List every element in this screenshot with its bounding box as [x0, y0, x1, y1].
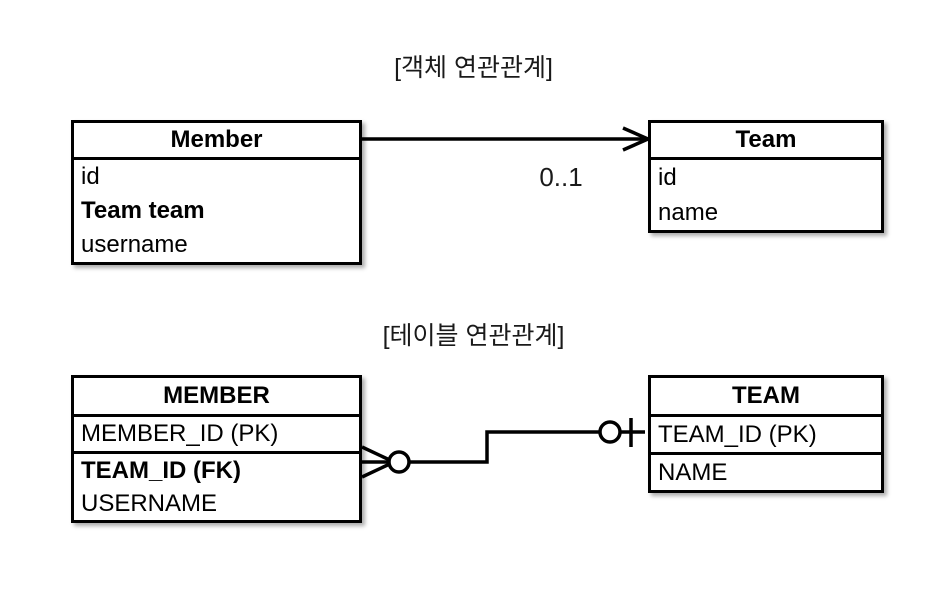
table-column-primary-key: TEAM_ID (PK): [651, 414, 881, 452]
zero-circle-team-icon: [598, 420, 622, 444]
class-attribute: id: [658, 163, 677, 191]
table-column-primary-key: MEMBER_ID (PK): [74, 414, 359, 451]
class-attributes-member: id Team team username: [74, 157, 359, 262]
table-columns-member: TEAM_ID (FK) USERNAME: [74, 451, 359, 520]
table-column: NAME: [651, 452, 881, 490]
class-title-member: Member: [170, 126, 263, 153]
object-association-connector: [362, 126, 653, 152]
class-attribute: name: [658, 198, 719, 226]
class-title-team: Team: [735, 126, 797, 153]
table-relationship-connector: [361, 418, 645, 479]
multiplicity-label: 0..1: [539, 162, 583, 192]
table-column: USERNAME: [81, 489, 218, 517]
table-box-member[interactable]: MEMBER MEMBER_ID (PK) TEAM_ID (FK) USERN…: [71, 375, 362, 523]
class-box-member[interactable]: Member id Team team username: [71, 120, 362, 265]
zero-circle-icon: [387, 450, 411, 474]
class-box-team[interactable]: Team id name: [648, 120, 884, 233]
table-column: TEAM_ID (FK): [81, 456, 241, 484]
open-arrowhead-icon: [622, 126, 653, 152]
class-attribute: id: [81, 163, 100, 190]
crows-foot-icon: [361, 445, 395, 479]
class-attribute: Team team: [81, 197, 205, 224]
class-attribute: username: [81, 231, 188, 258]
table-title-member: MEMBER: [163, 382, 270, 409]
class-attributes-team: id name: [651, 157, 881, 230]
table-box-team[interactable]: TEAM TEAM_ID (PK) NAME: [648, 375, 884, 493]
table-title-team: TEAM: [732, 382, 800, 409]
step-route-line: [409, 430, 600, 464]
object-association-caption: [객체 연관관계]: [394, 54, 553, 82]
table-association-caption: [테이블 연관관계]: [382, 322, 565, 350]
